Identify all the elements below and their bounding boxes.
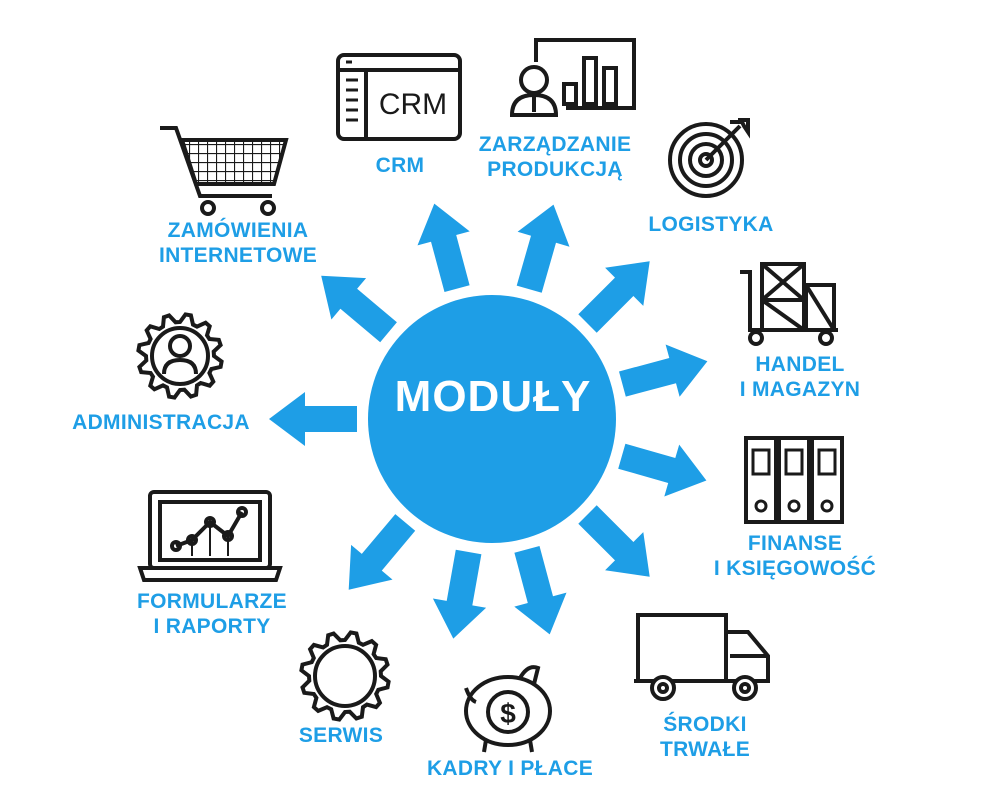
presenter-chart-icon xyxy=(509,38,636,117)
module-label-line: LOGISTYKA xyxy=(648,213,774,236)
binders-icon xyxy=(744,436,844,524)
module-label-line: ADMINISTRACJA xyxy=(72,411,250,434)
gear-icon xyxy=(299,630,391,722)
truck-icon xyxy=(634,613,770,701)
hand-truck-boxes-icon xyxy=(740,262,838,346)
center-circle xyxy=(368,295,616,543)
module-label-line: FINANSE xyxy=(747,532,843,555)
arrow-assets xyxy=(578,505,650,577)
module-label-line: PRODUKCJĄ xyxy=(487,158,623,181)
module-label-line: FORMULARZE xyxy=(137,590,287,613)
module-label-admin: ADMINISTRACJA xyxy=(58,410,264,435)
arrow-finance xyxy=(618,443,707,497)
target-arrow-icon xyxy=(668,118,750,198)
module-label-line: ZARZĄDZANIE xyxy=(478,133,632,156)
module-label-service: SERWIS xyxy=(284,723,398,748)
module-label-crm: CRM xyxy=(350,153,450,178)
svg-text:$: $ xyxy=(500,698,516,729)
arrow-trade xyxy=(619,344,708,397)
module-label-line: ZAMÓWIENIA xyxy=(167,219,309,242)
arrow-reports xyxy=(348,514,416,590)
arrow-production xyxy=(516,204,570,293)
module-label-line: I KSIĘGOWOŚĆ xyxy=(713,557,877,580)
arrow-logistics xyxy=(578,261,650,333)
arrow-service xyxy=(432,549,487,639)
shopping-cart-icon xyxy=(160,126,289,216)
piggy-bank-icon: $ xyxy=(464,665,552,753)
module-label-ecommerce: ZAMÓWIENIA INTERNETOWE xyxy=(140,218,336,268)
center-title: MODUŁY xyxy=(394,372,592,421)
arrow-hr xyxy=(514,546,567,635)
module-label-production: ZARZĄDZANIE PRODUKCJĄ xyxy=(470,132,640,182)
module-label-trade: HANDEL I MAGAZYN xyxy=(720,352,880,402)
arrow-ecommerce xyxy=(321,275,397,343)
crm-icon-text: CRM xyxy=(379,88,447,121)
module-label-logistics: LOGISTYKA xyxy=(636,212,786,237)
gear-person-icon xyxy=(136,312,224,400)
module-label-reports: FORMULARZE I RAPORTY xyxy=(122,589,302,639)
arrow-admin xyxy=(269,392,357,446)
module-label-assets: ŚRODKI TRWAŁE xyxy=(640,712,770,762)
arrows-group xyxy=(269,203,708,639)
module-label-line: ŚRODKI xyxy=(663,713,747,736)
arrow-crm xyxy=(417,203,470,292)
module-label-line: CRM xyxy=(375,154,425,177)
module-label-line: SERWIS xyxy=(298,724,384,747)
module-label-line: INTERNETOWE xyxy=(158,244,318,267)
module-label-finance: FINANSE I KSIĘGOWOŚĆ xyxy=(700,531,890,581)
module-label-line: KADRY I PŁACE xyxy=(426,757,594,780)
module-label-line: HANDEL xyxy=(755,353,845,376)
module-label-line: I RAPORTY xyxy=(153,615,271,638)
crm-window-icon: CRM xyxy=(336,53,462,141)
laptop-chart-icon xyxy=(137,490,283,582)
module-label-line: I MAGAZYN xyxy=(739,378,861,401)
module-label-line: TRWAŁE xyxy=(659,738,751,761)
module-label-hr: KADRY I PŁACE xyxy=(420,756,600,781)
